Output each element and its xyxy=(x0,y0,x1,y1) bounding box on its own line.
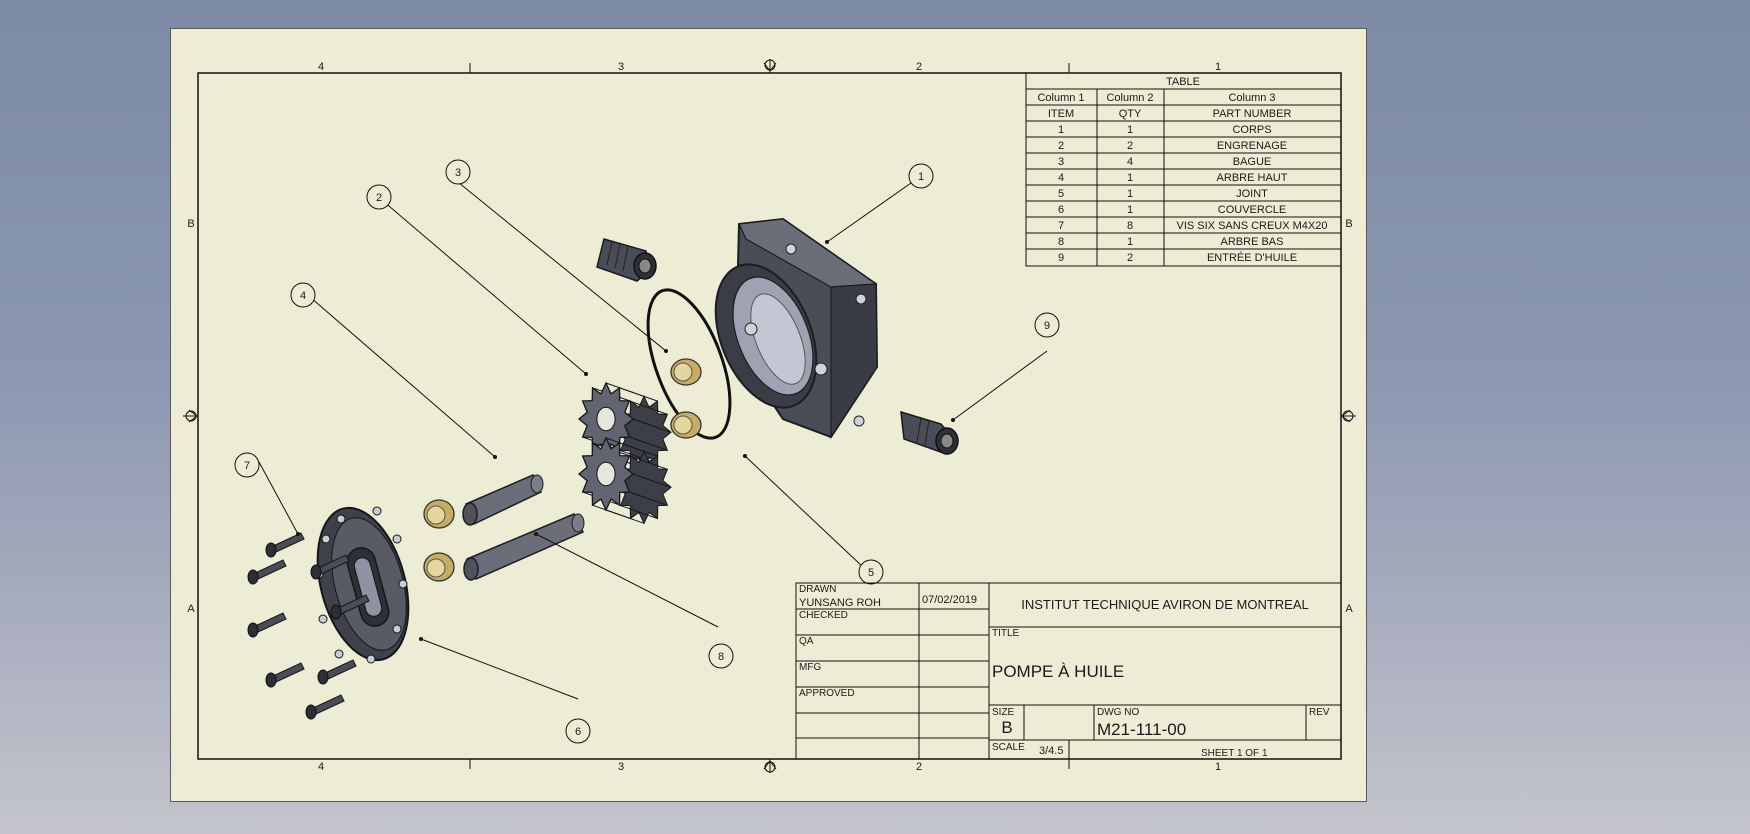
sheet-info: SHEET 1 OF 1 xyxy=(1201,748,1268,759)
table-cell: VIS SIX SANS CREUX M4X20 xyxy=(1177,220,1328,232)
balloon-1: 1 xyxy=(908,163,934,189)
exploded-view xyxy=(247,217,959,720)
table-header-col3: Column 3 xyxy=(1228,92,1275,104)
balloon-6: 6 xyxy=(565,718,591,744)
balloon-9: 9 xyxy=(1034,312,1060,338)
balloon-9-label: 9 xyxy=(1044,320,1050,332)
zone-col-top-1: 4 xyxy=(318,61,324,73)
balloon-1-label: 1 xyxy=(918,171,924,183)
zone-col-bottom-3: 2 xyxy=(916,761,922,773)
company-name: INSTITUT TECHNIQUE AVIRON DE MONTREAL xyxy=(1021,597,1308,612)
table-cell: ARBRE BAS xyxy=(1221,236,1284,248)
leader-lines xyxy=(258,173,1048,700)
size-label: SIZE xyxy=(992,707,1015,718)
table-cell: 1 xyxy=(1127,236,1133,248)
drawing-title: POMPE À HUILE xyxy=(992,662,1124,681)
qa-label: QA xyxy=(799,636,814,647)
table-cell: 4 xyxy=(1058,172,1064,184)
table-cell: 2 xyxy=(1058,140,1064,152)
table-cell: 5 xyxy=(1058,188,1064,200)
table-cell: 8 xyxy=(1058,236,1064,248)
table-cell: 4 xyxy=(1127,156,1133,168)
drawing-canvas: 4 3 2 1 4 3 2 1 B A B A TABLE Column 1 C… xyxy=(183,59,1356,773)
table-cell: 8 xyxy=(1127,220,1133,232)
title-block: DRAWN YUNSANG ROH 07/02/2019 CHECKED QA … xyxy=(795,582,1342,760)
zone-col-bottom-1: 4 xyxy=(318,761,324,773)
zone-col-bottom-4: 1 xyxy=(1215,761,1221,773)
drawn-label: DRAWN xyxy=(799,584,836,595)
part-shaft-lower xyxy=(463,513,585,581)
table-header-col1: Column 1 xyxy=(1037,92,1084,104)
balloon-6-label: 6 xyxy=(575,726,581,738)
balloon-4: 4 xyxy=(290,282,316,308)
rev-label: REV xyxy=(1309,707,1330,718)
checked-label: CHECKED xyxy=(799,610,848,621)
table-header-col2: Column 2 xyxy=(1106,92,1153,104)
drawn-date: 07/02/2019 xyxy=(922,594,977,606)
table-header-part-number: PART NUMBER xyxy=(1213,108,1292,120)
table-cell: ENTRÉE D'HUILE xyxy=(1207,251,1297,264)
zone-col-top-3: 2 xyxy=(916,61,922,73)
table-cell: 1 xyxy=(1127,188,1133,200)
balloon-5-label: 5 xyxy=(868,567,874,579)
part-bushings xyxy=(423,358,702,582)
zone-row-left-a: A xyxy=(187,603,195,615)
part-body-corps xyxy=(714,217,879,440)
table-cell: BAGUE xyxy=(1233,156,1272,168)
table-cell: ENGRENAGE xyxy=(1217,140,1287,152)
balloon-8: 8 xyxy=(708,643,734,669)
zone-row-right-b: B xyxy=(1345,218,1352,230)
size-value: B xyxy=(1001,718,1012,737)
part-cover-couvercle xyxy=(314,506,410,664)
table-cell: 1 xyxy=(1127,204,1133,216)
table-cell: 2 xyxy=(1127,140,1133,152)
balloon-8-label: 8 xyxy=(718,651,724,663)
title-label: TITLE xyxy=(992,628,1020,639)
table-cell: JOINT xyxy=(1236,188,1268,200)
drawn-by: YUNSANG ROH xyxy=(799,597,881,609)
balloon-7-label: 7 xyxy=(244,460,250,472)
part-screws xyxy=(247,532,370,720)
table-cell: CORPS xyxy=(1232,124,1271,136)
zone-col-top-4: 1 xyxy=(1215,61,1221,73)
balloon-5: 5 xyxy=(858,559,884,585)
zone-row-left-b: B xyxy=(187,218,194,230)
table-cell: 7 xyxy=(1058,220,1064,232)
table-cell: 2 xyxy=(1127,252,1133,264)
dwg-no-label: DWG NO xyxy=(1097,707,1139,718)
balloon-2: 2 xyxy=(366,184,392,210)
zone-ticks xyxy=(183,59,1356,773)
table-cell: 6 xyxy=(1058,204,1064,216)
approved-label: APPROVED xyxy=(799,688,855,699)
drawing-sheet: 4 3 2 1 4 3 2 1 B A B A TABLE Column 1 C… xyxy=(170,28,1367,802)
table-cell: 1 xyxy=(1127,124,1133,136)
table-cell: 1 xyxy=(1127,172,1133,184)
zone-row-right-a: A xyxy=(1345,603,1353,615)
table-cell: COUVERCLE xyxy=(1218,204,1286,216)
part-oil-inlet-top xyxy=(596,238,657,282)
table-header-qty: QTY xyxy=(1119,108,1142,120)
scale-value: 3/4.5 xyxy=(1039,745,1063,757)
balloon-3-label: 3 xyxy=(455,167,461,179)
table-cell: 1 xyxy=(1058,124,1064,136)
table-header-item: ITEM xyxy=(1048,108,1074,120)
dwg-no-value: M21-111-00 xyxy=(1097,720,1186,739)
part-oring-joint xyxy=(646,288,732,440)
part-oil-inlet-right xyxy=(900,410,959,455)
zone-col-bottom-2: 3 xyxy=(618,761,624,773)
part-shaft-upper xyxy=(462,474,544,526)
mfg-label: MFG xyxy=(799,662,821,673)
balloon-2-label: 2 xyxy=(376,192,382,204)
table-cell: 9 xyxy=(1058,252,1064,264)
table-cell: 3 xyxy=(1058,156,1064,168)
balloon-7: 7 xyxy=(234,452,260,478)
table-title: TABLE xyxy=(1166,76,1200,88)
parts-table: TABLE Column 1 Column 2 Column 3 ITEM QT… xyxy=(1025,72,1342,267)
scale-label: SCALE xyxy=(992,742,1025,753)
table-cell: ARBRE HAUT xyxy=(1217,172,1288,184)
balloon-4-label: 4 xyxy=(300,290,306,302)
zone-col-top-2: 3 xyxy=(618,61,624,73)
balloon-3: 3 xyxy=(445,159,471,185)
part-gears xyxy=(577,381,672,525)
